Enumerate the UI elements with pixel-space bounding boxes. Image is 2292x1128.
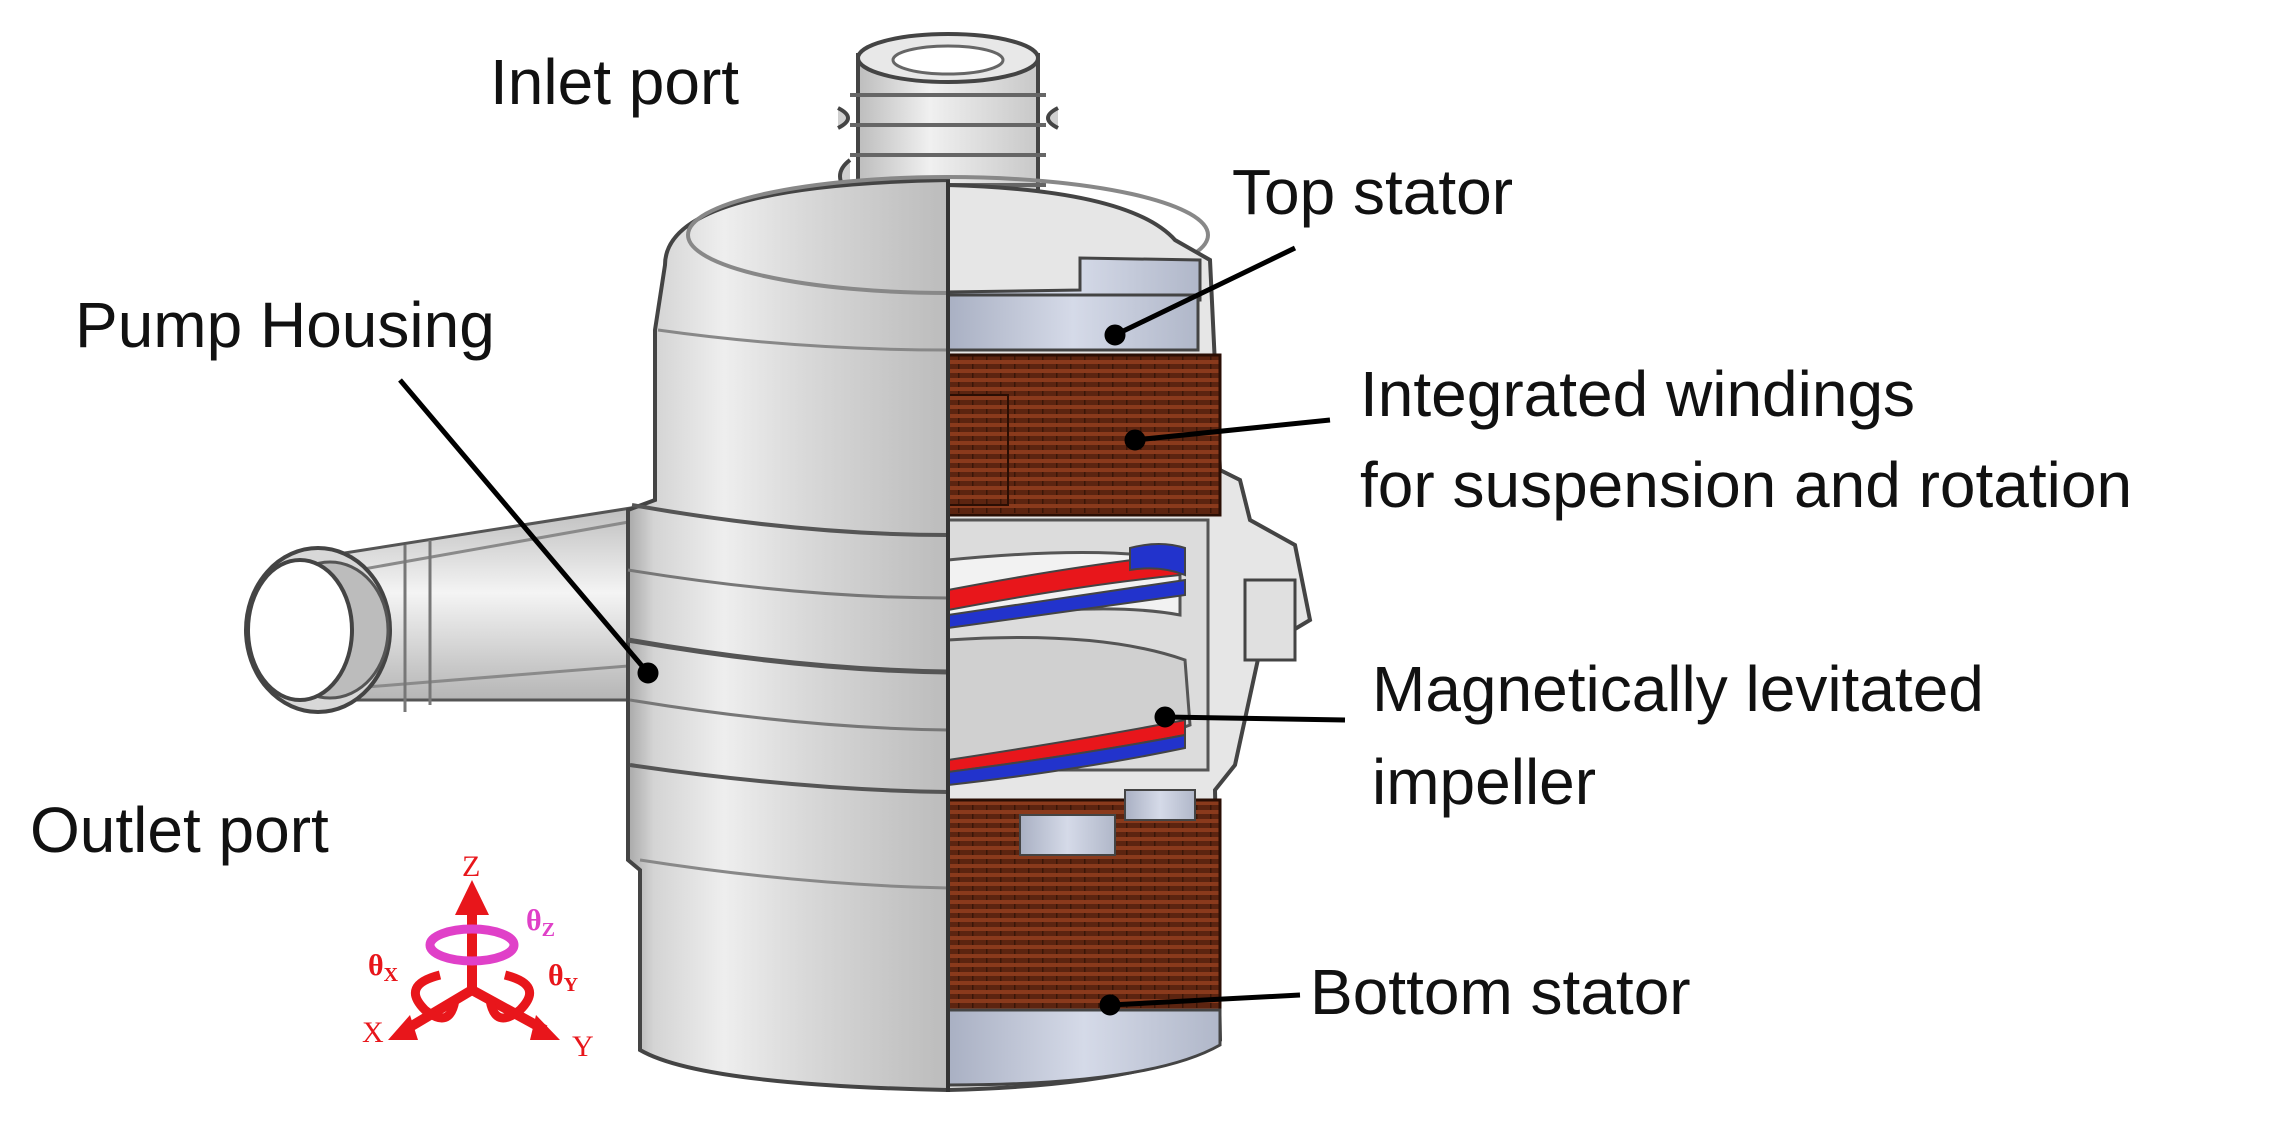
- outlet-port-tube: [244, 503, 652, 714]
- magnetically-levitated-label-line1: Magnetically levitated: [1372, 653, 1984, 725]
- leader-lines: [398, 245, 1346, 1016]
- z-arrowhead-icon: [455, 880, 489, 915]
- theta-x-rotation-icon: [410, 970, 460, 1023]
- theta-z-rotation-icon: [425, 924, 519, 966]
- y-arrowhead-icon: [530, 1015, 560, 1040]
- coordinate-axes: Z X Y θX θY θZ: [362, 850, 594, 1063]
- magnetically-levitated-label-line2: impeller: [1372, 746, 1597, 818]
- integrated-windings-label-line2: for suspension and rotation: [1360, 449, 2133, 521]
- pump-cutaway-section: [946, 180, 1313, 1093]
- theta-y-rotation-icon: [485, 970, 535, 1023]
- theta-y-label: θY: [548, 959, 579, 996]
- integrated-windings-label-line1: Integrated windings: [1360, 358, 1916, 430]
- theta-z-label: θZ: [526, 904, 555, 941]
- top-stator-label: Top stator: [1232, 156, 1514, 228]
- outlet-port-label: Outlet port: [30, 794, 329, 866]
- pump-housing-label: Pump Housing: [75, 289, 495, 361]
- theta-x-label: θX: [368, 949, 399, 986]
- y-axis-arrow: [469, 985, 548, 1035]
- x-axis-label: X: [362, 1016, 384, 1049]
- x-arrowhead-icon: [388, 1015, 418, 1040]
- inlet-port-label: Inlet port: [490, 46, 740, 118]
- pump-housing-body: [626, 175, 1210, 1093]
- x-axis-arrow: [402, 985, 475, 1035]
- z-axis-label: Z: [462, 850, 480, 883]
- bottom-stator-label: Bottom stator: [1310, 956, 1691, 1028]
- y-axis-label: Y: [572, 1030, 594, 1063]
